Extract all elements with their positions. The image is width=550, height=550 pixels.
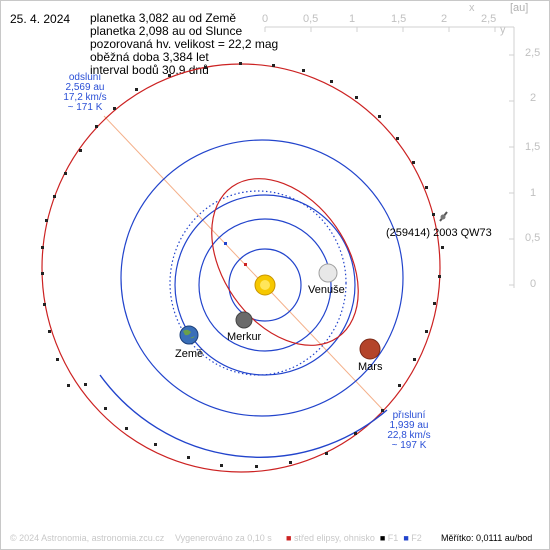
footer-copyright[interactable]: © 2024 Astronomia, astronomia.zcu.cz: [10, 533, 165, 543]
ellipse-center-marker: [244, 263, 247, 266]
perihelion-title: přısluní: [392, 410, 426, 421]
y-tick-1-5: 1,5: [525, 141, 541, 153]
asteroid-orbit-red: [41, 63, 441, 473]
mercury-label: Merkur: [227, 331, 262, 343]
object-name-label: (259414) 2003 QW73: [386, 227, 492, 239]
x-tick-0-5: 0,5: [303, 13, 319, 25]
orbit-points: [41, 62, 444, 468]
perihelion-distance: 1,939 au: [389, 420, 429, 431]
footer-scale: Měřítko: 0,0111 au/bod: [441, 533, 533, 543]
x-axis-label: x: [469, 2, 475, 14]
aphelion-annotation: odslunı 2,569 au 17,2 km/s ~ 171 K: [60, 73, 110, 113]
footer-legend-center: ■ střed elipsy, ohnisko ■ F1 ■ F2: [286, 533, 422, 543]
mars-planet: [359, 338, 381, 360]
date-label: 25. 4. 2024: [10, 12, 71, 26]
legend-f1-label: F1: [387, 533, 399, 543]
aphelion-temperature: ~ 171 K: [67, 102, 103, 113]
earth-land: [183, 329, 195, 339]
x-tick-0: 0: [262, 13, 269, 25]
x-tick-1-5: 1,5: [391, 13, 407, 25]
y-tick-2: 2: [530, 92, 537, 104]
info-line-period: oběžná doba 3,384 let: [90, 50, 209, 64]
asteroid-inner-orbit: [211, 178, 359, 346]
x-tick-2: 2: [441, 13, 448, 25]
sun-core: [260, 280, 270, 290]
venus-orbit: [198, 218, 332, 352]
venus-label: Venuše: [308, 284, 345, 296]
legend-f2-label: F2: [411, 533, 422, 543]
earth-planet: [179, 325, 199, 345]
perihelion-speed: 22,8 km/s: [387, 430, 431, 441]
info-line-magnitude: pozorovaná hv. velikost = 22,2 mag: [90, 37, 279, 51]
x-tick-1: 1: [349, 13, 356, 25]
mars-orbit: [120, 139, 404, 417]
y-tick-0-5: 0,5: [525, 232, 541, 244]
axis-ticks: [264, 27, 514, 286]
info-line-interval: interval bodů 30,9 dnů: [90, 63, 209, 77]
focus-f2-marker: [224, 242, 227, 245]
mars-label: Mars: [358, 361, 383, 373]
x-tick-2-5: 2,5: [481, 13, 497, 25]
perihelion-annotation: přısluní 1,939 au 22,8 km/s ~ 197 K: [383, 411, 435, 451]
earth-label: Země: [175, 348, 204, 360]
asteroid-icon: [439, 211, 448, 222]
info-line-distance-sun: planetka 2,098 au od Slunce: [90, 24, 243, 38]
projected-orbit-dotted: [169, 190, 347, 376]
legend-center-label: střed elipsy, ohnisko: [293, 533, 375, 543]
y-tick-0: 0: [530, 278, 537, 290]
y-tick-1: 1: [530, 187, 537, 199]
venus-planet: [318, 263, 338, 283]
aphelion-speed: 17,2 km/s: [63, 92, 107, 103]
info-line-distance-earth: planetka 3,082 au od Země: [90, 11, 237, 25]
earth-orbit: [174, 194, 356, 376]
footer-generated: Vygenerováno za 0,10 s: [175, 533, 272, 543]
aphelion-title: odslunı: [68, 72, 102, 83]
unit-label: [au]: [510, 2, 529, 14]
asteroid-orbit-below-ecliptic: [99, 374, 388, 458]
mercury-orbit: [228, 248, 302, 322]
perihelion-temperature: ~ 197 K: [391, 440, 427, 451]
mercury-planet: [235, 311, 253, 329]
aphelion-distance: 2,569 au: [65, 82, 105, 93]
y-axis-label: y: [500, 24, 506, 36]
y-tick-2-5: 2,5: [525, 47, 541, 59]
